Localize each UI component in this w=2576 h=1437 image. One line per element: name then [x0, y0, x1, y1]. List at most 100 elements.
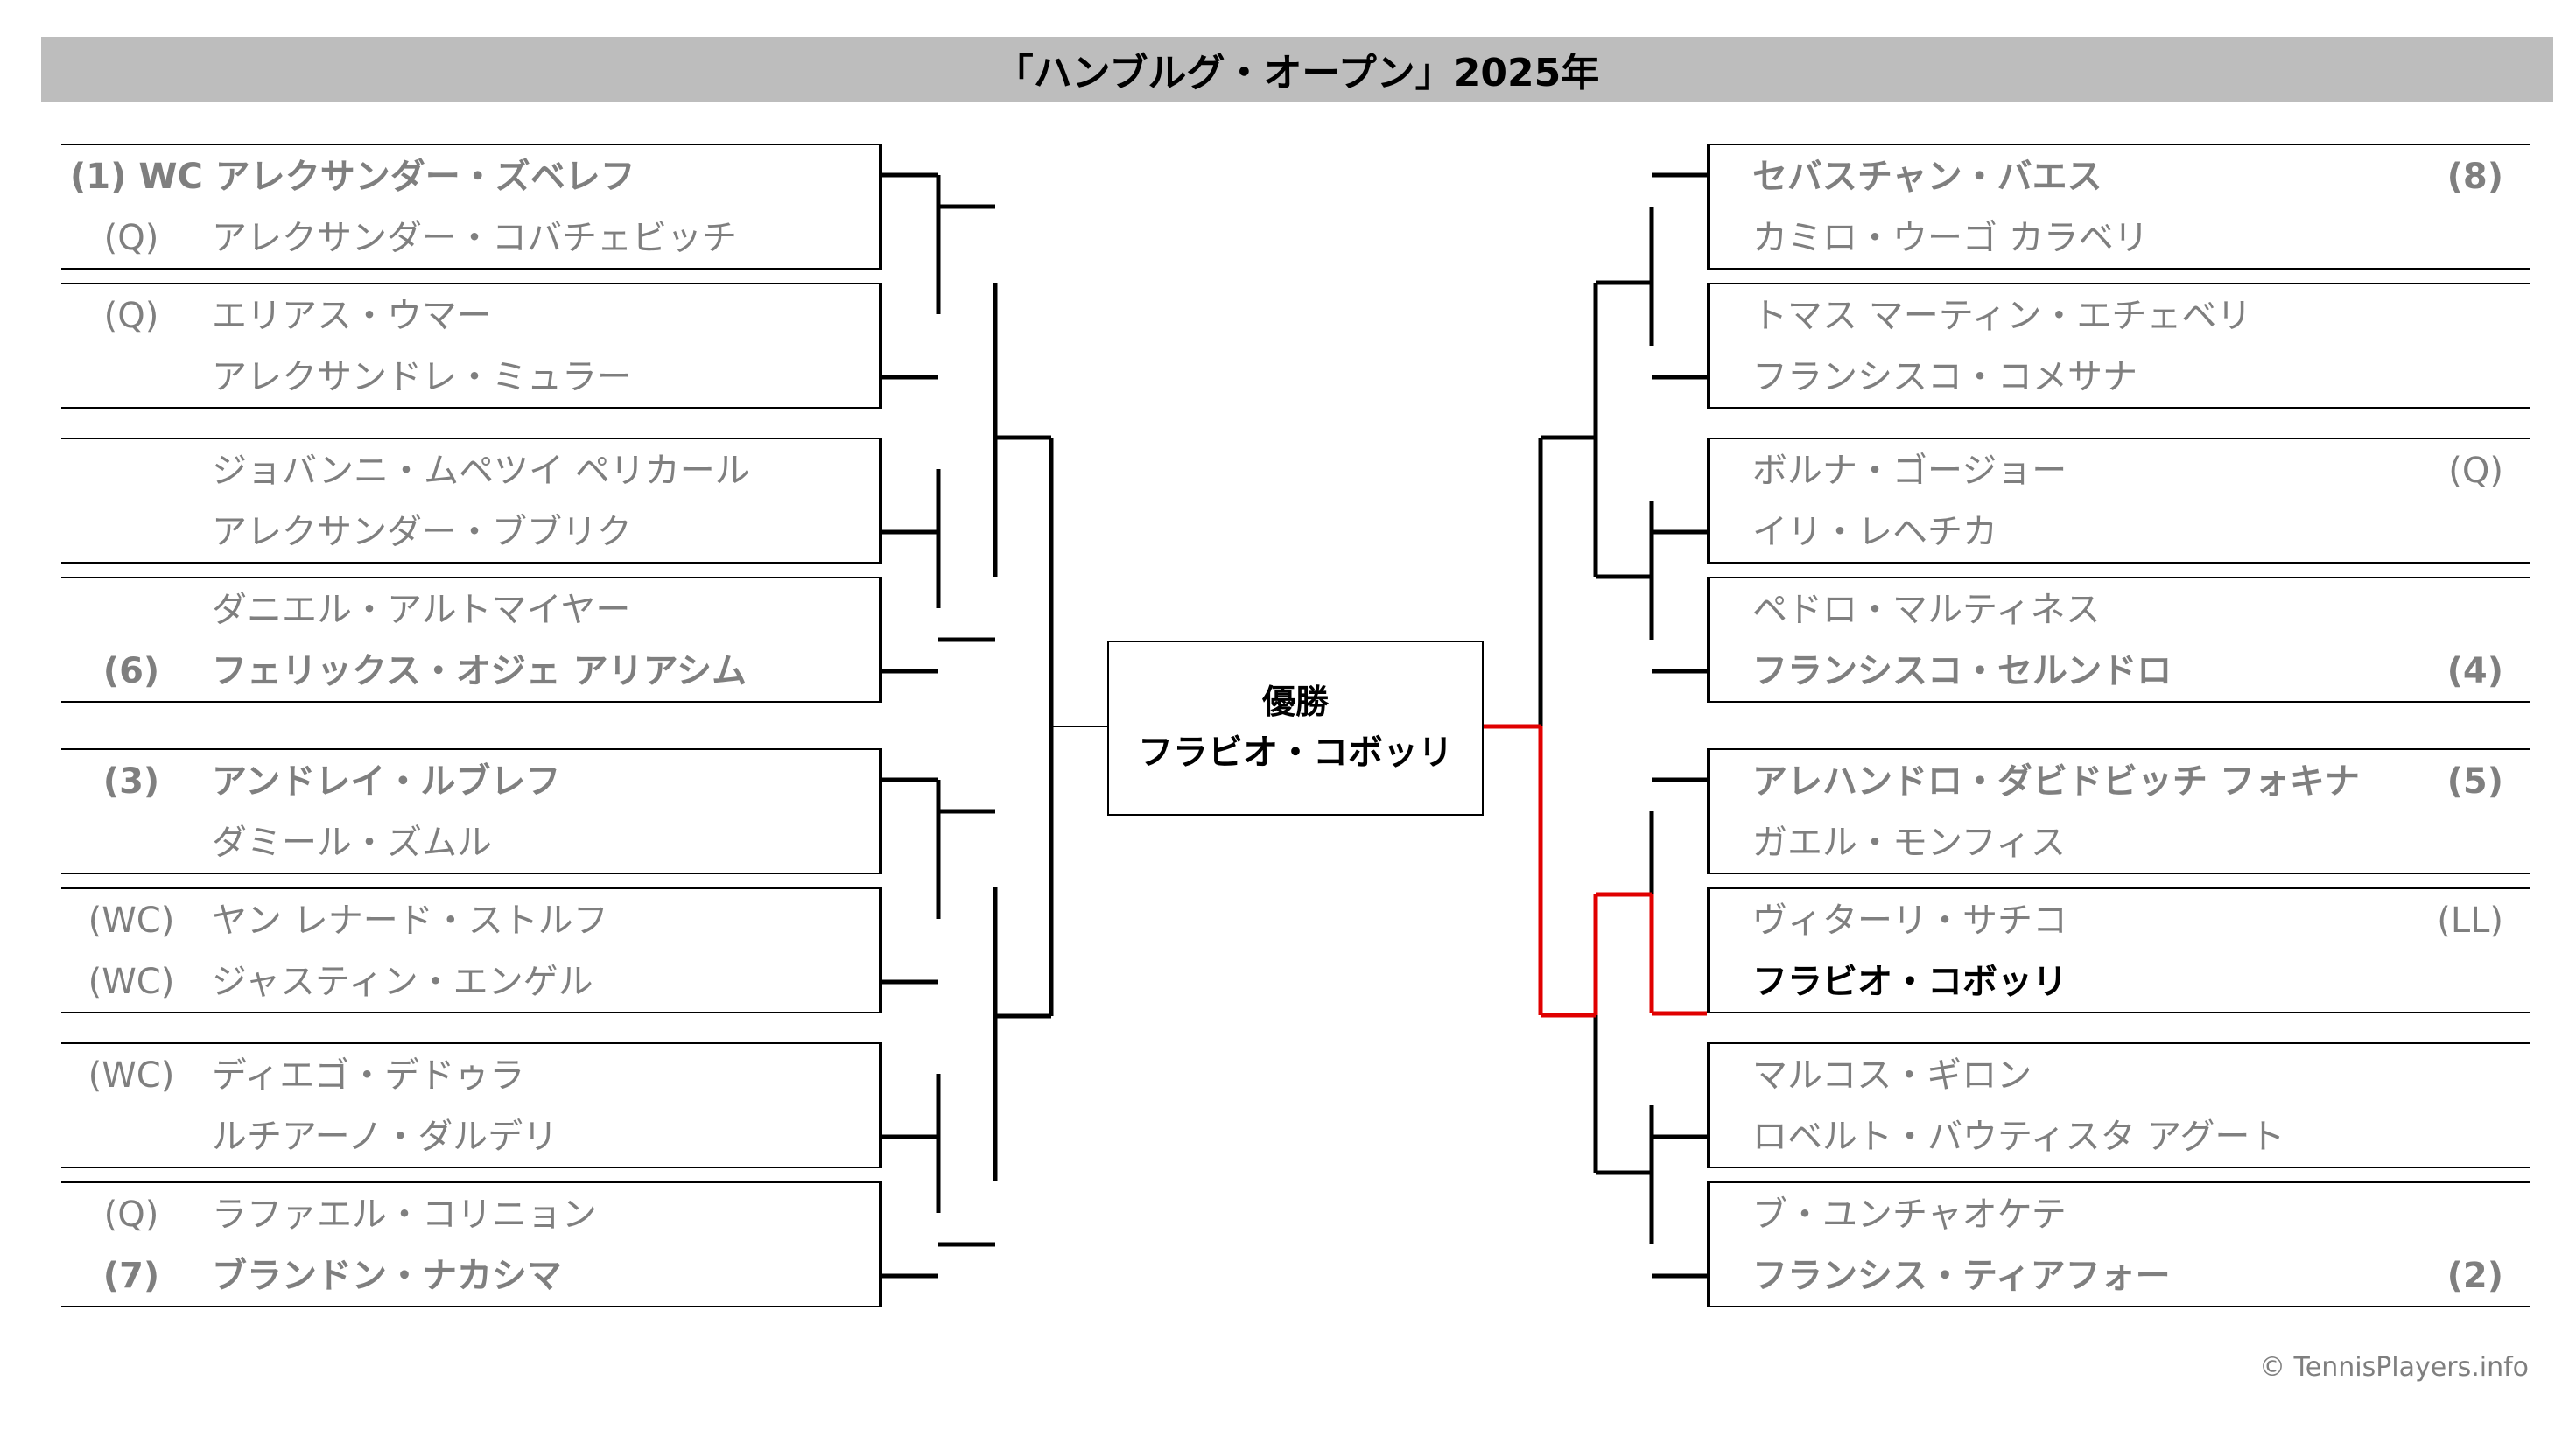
player-name: ラファエル・コリニョン: [212, 1195, 597, 1235]
player-seed: (LL): [2437, 901, 2503, 941]
right-match-3: (Q) ボルナ・ゴージョーイリ・レヘチカ: [1707, 438, 2530, 564]
player-entry: ダニエル・アルトマイヤー: [61, 578, 875, 641]
right-match-5: (5) アレハンドロ・ダビドビッチ フォキナガエル・モンフィス: [1707, 748, 2530, 874]
player-entry: ガエル・モンフィス: [1710, 811, 2530, 874]
player-entry: (4) フランシスコ・セルンドロ: [1710, 640, 2530, 703]
player-seed: (WC): [88, 1055, 175, 1096]
player-name: カミロ・ウーゴ カラベリ: [1752, 218, 2149, 258]
player-entry: ジョバンニ・ムペツイ ペリカール: [61, 439, 875, 502]
bracket-title: 「ハンブルグ・オープン」2025年: [994, 51, 1600, 95]
player-name: ペドロ・マルティネス: [1752, 590, 2101, 630]
player-seed: (3): [102, 761, 160, 802]
right-match-8: ブ・ユンチャオケテ (2) フランシス・ティアフォー: [1707, 1181, 2530, 1307]
player-name: ヤン レナード・ストルフ: [212, 901, 608, 941]
right-match-7: マルコス・ギロンロベルト・バウティスタ アグート: [1707, 1042, 2530, 1168]
player-seed: (4): [2446, 651, 2503, 691]
player-seed: (Q): [103, 218, 159, 258]
champion-box: 優勝 フラビオ・コボッリ: [1107, 641, 1484, 816]
player-entry: ロベルト・バウティスタ アグート: [1710, 1105, 2530, 1168]
player-seed: (WC): [88, 962, 175, 1002]
player-entry: トマス マーティン・エチェベリ: [1710, 284, 2530, 347]
player-entry: (3) アンドレイ・ルブレフ: [61, 750, 875, 813]
player-entry: (5) アレハンドロ・ダビドビッチ フォキナ: [1710, 750, 2530, 813]
player-name: エリアス・ウマー: [212, 296, 492, 336]
player-entry: アレクサンドレ・ミュラー: [61, 346, 875, 409]
player-seed: (5): [2446, 761, 2503, 802]
player-name: アレクサンドレ・ミュラー: [212, 357, 632, 397]
player-name: アンドレイ・ルブレフ: [212, 761, 561, 802]
player-entry: イリ・レヘチカ: [1710, 501, 2530, 564]
player-name: アレクサンダー・ブブリク: [212, 512, 632, 552]
player-seed: (Q): [103, 296, 159, 336]
player-name: フラビオ・コボッリ: [1752, 962, 2067, 1002]
player-seed: (WC): [88, 901, 175, 941]
player-entry: マルコス・ギロン: [1710, 1044, 2530, 1107]
player-name: ヴィターリ・サチコ: [1752, 901, 2067, 941]
player-name: ブ・ユンチャオケテ: [1752, 1195, 2067, 1235]
player-entry: アレクサンダー・ブブリク: [61, 501, 875, 564]
left-match-1: (1) WC アレクサンダー・ズベレフ (Q) アレクサンダー・コバチェビッチ: [61, 144, 882, 270]
player-entry: (2) フランシス・ティアフォー: [1710, 1244, 2530, 1307]
player-name: トマス マーティン・エチェベリ: [1752, 296, 2252, 336]
player-name: ダニエル・アルトマイヤー: [212, 590, 631, 630]
title-bar: 「ハンブルグ・オープン」2025年: [41, 37, 2553, 102]
player-seed: (Q): [2448, 451, 2503, 491]
player-name: アレクサンダー・コバチェビッチ: [212, 218, 737, 258]
player-entry: ペドロ・マルティネス: [1710, 578, 2530, 641]
player-seed: (8): [2446, 157, 2503, 197]
player-name: ディエゴ・デドゥラ: [212, 1055, 525, 1096]
player-entry: (LL) ヴィターリ・サチコ: [1710, 889, 2530, 952]
champion-name: フラビオ・コボッリ: [1138, 733, 1453, 773]
left-match-3: ジョバンニ・ムペツイ ペリカールアレクサンダー・ブブリク: [61, 438, 882, 564]
player-entry: (Q) ボルナ・ゴージョー: [1710, 439, 2530, 502]
player-name: フランシス・ティアフォー: [1752, 1256, 2171, 1296]
player-name: フェリックス・オジェ アリアシム: [212, 651, 748, 691]
left-match-5: (3) アンドレイ・ルブレフダミール・ズムル: [61, 748, 882, 874]
player-name: マルコス・ギロン: [1752, 1055, 2032, 1096]
player-entry: カミロ・ウーゴ カラベリ: [1710, 207, 2530, 270]
champion-label: 優勝: [1261, 683, 1329, 721]
player-name: ボルナ・ゴージョー: [1752, 451, 2067, 491]
player-entry: (1) WC アレクサンダー・ズベレフ: [61, 145, 875, 208]
player-entry: ブ・ユンチャオケテ: [1710, 1183, 2530, 1246]
player-seed: (7): [102, 1256, 160, 1296]
player-seed: (6): [102, 651, 160, 691]
player-entry: (Q) エリアス・ウマー: [61, 284, 875, 347]
player-entry: フランシスコ・コメサナ: [1710, 346, 2530, 409]
player-name: フランシスコ・セルンドロ: [1752, 651, 2172, 691]
player-name: セバスチャン・バエス: [1752, 157, 2102, 197]
player-seed: (2): [2446, 1256, 2503, 1296]
player-name: ブランドン・ナカシマ: [212, 1256, 562, 1296]
player-entry: (6) フェリックス・オジェ アリアシム: [61, 640, 875, 703]
left-match-6: (WC) ヤン レナード・ストルフ (WC)ジャスティン・エンゲル: [61, 887, 882, 1013]
player-name: イリ・レヘチカ: [1752, 512, 1997, 552]
copyright-text: © TennisPlayers.info: [2259, 1352, 2529, 1383]
player-entry: (WC) ヤン レナード・ストルフ: [61, 889, 875, 952]
player-seed: (Q): [103, 1195, 159, 1235]
player-name: ロベルト・バウティスタ アグート: [1752, 1117, 2285, 1157]
player-entry: (WC) ディエゴ・デドゥラ: [61, 1044, 875, 1107]
left-match-7: (WC) ディエゴ・デドゥラルチアーノ・ダルデリ: [61, 1042, 882, 1168]
player-name: フランシスコ・コメサナ: [1752, 357, 2137, 397]
right-match-1: (8) セバスチャン・バエスカミロ・ウーゴ カラベリ: [1707, 144, 2530, 270]
player-name: (1) WC アレクサンダー・ズベレフ: [70, 157, 635, 197]
player-name: ダミール・ズムル: [212, 823, 492, 863]
right-match-2: トマス マーティン・エチェベリフランシスコ・コメサナ: [1707, 283, 2530, 409]
player-entry: (Q) アレクサンダー・コバチェビッチ: [61, 207, 875, 270]
player-name: アレハンドロ・ダビドビッチ フォキナ: [1752, 761, 2360, 802]
player-entry: (WC)ジャスティン・エンゲル: [61, 950, 875, 1013]
player-name: ガエル・モンフィス: [1752, 823, 2066, 863]
right-match-6: (LL) ヴィターリ・サチコフラビオ・コボッリ: [1707, 887, 2530, 1013]
player-entry: (7) ブランドン・ナカシマ: [61, 1244, 875, 1307]
player-name: ジョバンニ・ムペツイ ペリカール: [212, 451, 750, 491]
left-match-4: ダニエル・アルトマイヤー (6) フェリックス・オジェ アリアシム: [61, 577, 882, 703]
player-entry: フラビオ・コボッリ: [1710, 950, 2530, 1013]
player-entry: (Q) ラファエル・コリニョン: [61, 1183, 875, 1246]
left-match-8: (Q) ラファエル・コリニョン (7) ブランドン・ナカシマ: [61, 1181, 882, 1307]
player-entry: ルチアーノ・ダルデリ: [61, 1105, 875, 1168]
left-match-2: (Q) エリアス・ウマーアレクサンドレ・ミュラー: [61, 283, 882, 409]
player-entry: ダミール・ズムル: [61, 811, 875, 874]
player-name: ルチアーノ・ダルデリ: [212, 1117, 558, 1157]
